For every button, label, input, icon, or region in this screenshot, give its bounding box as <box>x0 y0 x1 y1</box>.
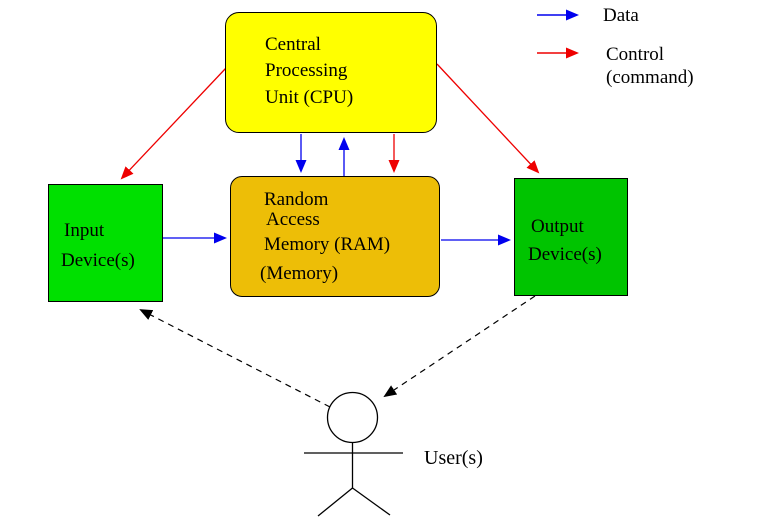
ram-label-line3: Memory (RAM) <box>264 234 391 255</box>
dashed-arrow-user-to-input <box>139 309 331 408</box>
dashed-arrow-output-to-user <box>383 295 536 398</box>
legend-control-line1: Control <box>606 44 665 65</box>
user-left-leg <box>317 487 353 517</box>
ram-box: Random Access Memory (RAM) (Memory) <box>230 176 440 297</box>
ram-label-line1: Random <box>264 189 329 210</box>
ram-label-line4: (Memory) <box>260 263 339 284</box>
legend-data-label: Data <box>603 5 639 26</box>
cpu-label-line2: Processing <box>265 60 348 81</box>
user-stick-figure-icon <box>304 391 403 517</box>
legend-control-line2: (command) <box>606 67 694 88</box>
user-label: User(s) <box>424 447 483 469</box>
output-label-line1: Output <box>531 216 584 237</box>
ram-label-line2: Access <box>266 209 320 230</box>
input-devices-box: Input Device(s) <box>48 184 163 302</box>
cpu-label-line3: Unit (CPU) <box>265 87 354 108</box>
user-head <box>326 391 379 444</box>
cpu-box: Central Processing Unit (CPU) <box>225 12 437 133</box>
cpu-label-line1: Central <box>265 34 321 55</box>
legend-control-label: Control (command) <box>606 43 694 89</box>
output-devices-box: Output Device(s) <box>514 178 628 296</box>
output-label-line2: Device(s) <box>528 244 602 265</box>
control-arrow-cpu-to-output <box>436 63 540 174</box>
input-label-line2: Device(s) <box>61 250 135 271</box>
control-arrow-cpu-to-input <box>120 67 227 180</box>
input-label-line1: Input <box>64 220 105 241</box>
user-right-leg <box>352 487 391 516</box>
